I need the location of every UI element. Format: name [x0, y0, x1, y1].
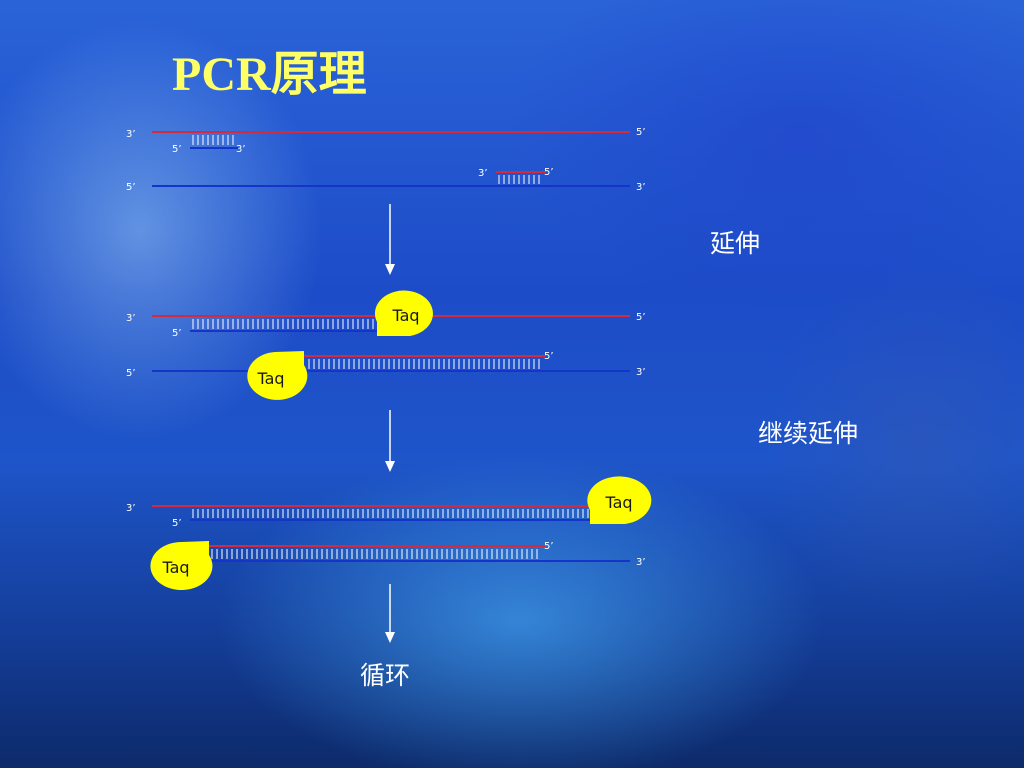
base-pairs: [498, 175, 540, 184]
stage-continued-extension: 3’ 5’ Taq 5’ 3’ Taq: [126, 476, 652, 590]
end-label: 3’: [636, 182, 646, 193]
end-label: 5’: [636, 312, 646, 323]
page-title: PCR原理: [172, 48, 367, 101]
taq-polymerase: Taq: [587, 476, 652, 524]
end-label: 5’: [126, 368, 136, 379]
end-label: 5’: [544, 167, 554, 178]
end-label: 3’: [636, 367, 646, 378]
end-label: 3’: [636, 557, 646, 568]
base-pairs: [211, 549, 538, 559]
step-label-continued-extension: 继续延伸: [758, 419, 859, 448]
end-label: 5’: [172, 518, 182, 529]
end-label: 3’: [478, 168, 488, 179]
base-pairs: [192, 319, 374, 329]
taq-label: Taq: [161, 558, 189, 577]
taq-polymerase: Taq: [374, 290, 433, 336]
taq-polymerase: Taq: [150, 541, 213, 590]
base-pairs: [308, 359, 540, 369]
end-label: 5’: [172, 144, 182, 155]
base-pairs: [192, 509, 589, 518]
stage-annealing: 3’ 5’ 5’ 3’ 3’ 5’ 5’ 3’: [126, 127, 646, 193]
taq-label: Taq: [604, 493, 632, 512]
end-label: 3’: [126, 129, 136, 140]
base-pairs: [192, 135, 234, 145]
taq-label: Taq: [391, 306, 419, 325]
step-label-cycle: 循环: [360, 661, 411, 690]
down-arrow: [385, 204, 395, 275]
end-label: 5’: [172, 328, 182, 339]
taq-label: Taq: [256, 369, 284, 388]
stage-extension: 3’ 5’ 5’ Taq 5’ 5’ 3’ Taq: [126, 290, 646, 400]
end-label: 5’: [544, 351, 554, 362]
end-label: 5’: [126, 182, 136, 193]
end-label: 5’: [544, 541, 554, 552]
end-label: 3’: [126, 313, 136, 324]
end-label: 3’: [126, 503, 136, 514]
step-label-extension: 延伸: [710, 229, 761, 258]
taq-polymerase: Taq: [247, 351, 308, 400]
down-arrow: [385, 410, 395, 472]
down-arrow: [385, 584, 395, 643]
end-label: 3’: [236, 144, 246, 155]
end-label: 5’: [636, 127, 646, 138]
